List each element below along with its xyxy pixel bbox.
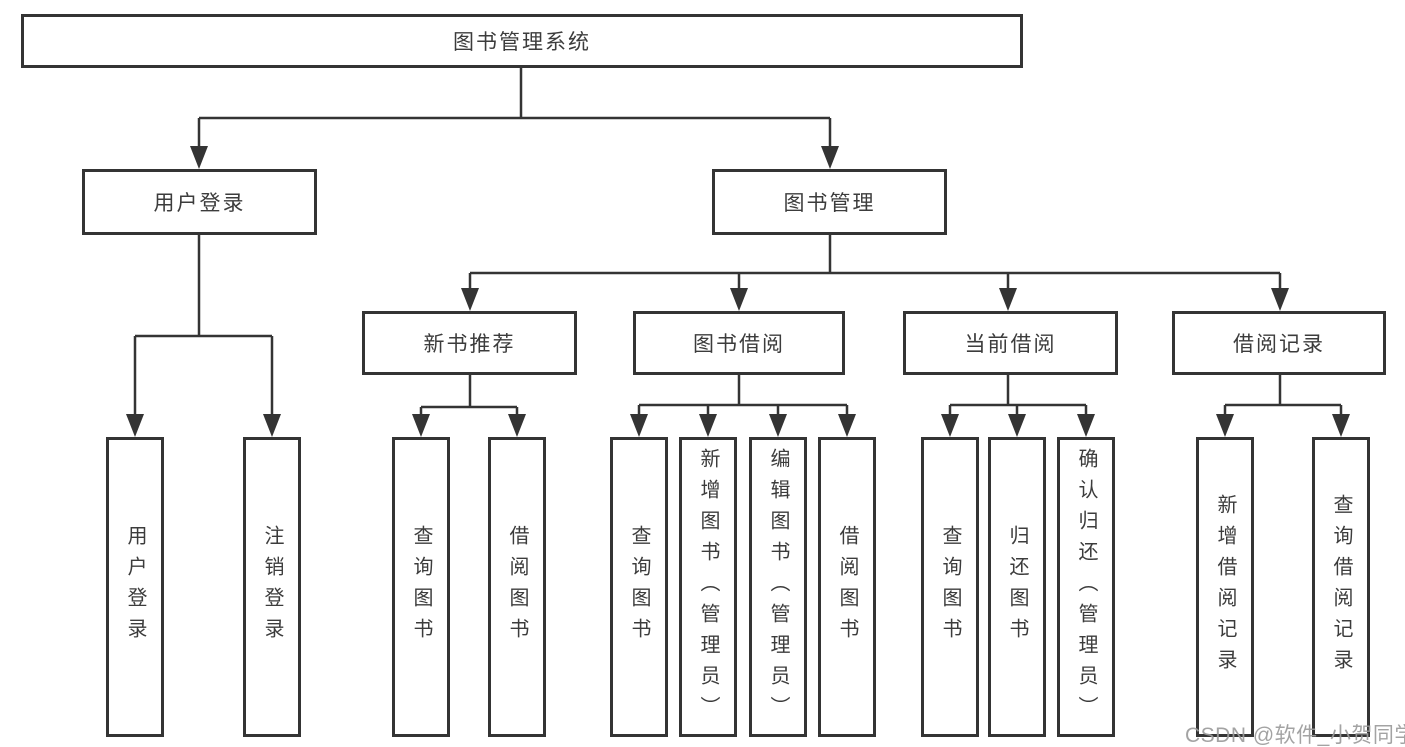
node-current-borrowing: 当前借阅 [903, 311, 1118, 375]
connector-paths [133, 67, 1343, 416]
connector-path [419, 375, 519, 416]
watermark-text: CSDN @软件_小贺同学 [1185, 724, 1405, 747]
connector-path [637, 375, 849, 416]
arrowheads [126, 146, 1350, 437]
connector-path [197, 67, 832, 148]
arrowhead [1216, 414, 1234, 437]
leaf-edit-book-admin-label: 编辑图书（管理员） [767, 447, 789, 727]
leaf-add-book-admin-label: 新增图书（管理员） [697, 447, 719, 727]
leaf-confirm-return-admin-label: 确认归还（管理员） [1075, 447, 1097, 727]
connector-path [468, 235, 1282, 289]
connector-path [133, 235, 274, 416]
arrowhead [461, 288, 479, 311]
leaf-query-books-current: 查询图书 [921, 437, 979, 737]
arrowhead [941, 414, 959, 437]
arrowhead [1077, 414, 1095, 437]
leaf-query-books-recommend-label: 查询图书 [410, 525, 432, 649]
arrowhead [1271, 288, 1289, 311]
leaf-query-borrow-record: 查询借阅记录 [1312, 437, 1370, 737]
arrowhead [821, 146, 839, 169]
arrowhead [730, 288, 748, 311]
node-borrowing-records: 借阅记录 [1172, 311, 1386, 375]
leaf-borrow-books-label: 借阅图书 [836, 525, 858, 649]
arrowhead [769, 414, 787, 437]
leaf-edit-book-admin: 编辑图书（管理员） [749, 437, 807, 737]
connector-path [1223, 375, 1343, 416]
leaf-query-borrow-record-label: 查询借阅记录 [1330, 494, 1352, 680]
arrowhead [630, 414, 648, 437]
node-book-management-label: 图书管理 [783, 192, 876, 215]
arrowhead [699, 414, 717, 437]
node-user-login: 用户登录 [82, 169, 317, 235]
node-book-borrowing: 图书借阅 [633, 311, 845, 375]
leaf-query-books-borrowing: 查询图书 [610, 437, 668, 737]
connector-path [948, 375, 1088, 416]
leaf-logout-label: 注销登录 [261, 525, 283, 649]
arrowhead [1332, 414, 1350, 437]
leaf-query-books-borrowing-label: 查询图书 [628, 525, 650, 649]
node-root: 图书管理系统 [21, 14, 1023, 68]
arrowhead [126, 414, 144, 437]
arrowhead [263, 414, 281, 437]
node-root-label: 图书管理系统 [453, 31, 591, 54]
arrowhead [1008, 414, 1026, 437]
arrowhead [508, 414, 526, 437]
leaf-borrow-books: 借阅图书 [818, 437, 876, 737]
arrowhead [190, 146, 208, 169]
leaf-return-books-label: 归还图书 [1006, 525, 1028, 649]
leaf-user-login-label: 用户登录 [124, 525, 146, 649]
leaf-return-books: 归还图书 [988, 437, 1046, 737]
arrowhead [999, 288, 1017, 311]
leaf-query-books-current-label: 查询图书 [939, 525, 961, 649]
arrowhead [838, 414, 856, 437]
leaf-query-books-recommend: 查询图书 [392, 437, 450, 737]
leaf-add-book-admin: 新增图书（管理员） [679, 437, 737, 737]
node-new-book-recommend-label: 新书推荐 [423, 333, 516, 356]
node-new-book-recommend: 新书推荐 [362, 311, 577, 375]
leaf-confirm-return-admin: 确认归还（管理员） [1057, 437, 1115, 737]
leaf-logout: 注销登录 [243, 437, 301, 737]
leaf-borrow-books-recommend-label: 借阅图书 [506, 525, 528, 649]
node-book-management: 图书管理 [712, 169, 947, 235]
leaf-user-login: 用户登录 [106, 437, 164, 737]
node-user-login-label: 用户登录 [153, 192, 246, 215]
arrowhead [412, 414, 430, 437]
node-borrowing-records-label: 借阅记录 [1233, 333, 1325, 356]
leaf-add-borrow-record-label: 新增借阅记录 [1214, 494, 1236, 680]
leaf-borrow-books-recommend: 借阅图书 [488, 437, 546, 737]
node-current-borrowing-label: 当前借阅 [964, 333, 1057, 356]
node-book-borrowing-label: 图书借阅 [693, 333, 785, 356]
leaf-add-borrow-record: 新增借阅记录 [1196, 437, 1254, 737]
